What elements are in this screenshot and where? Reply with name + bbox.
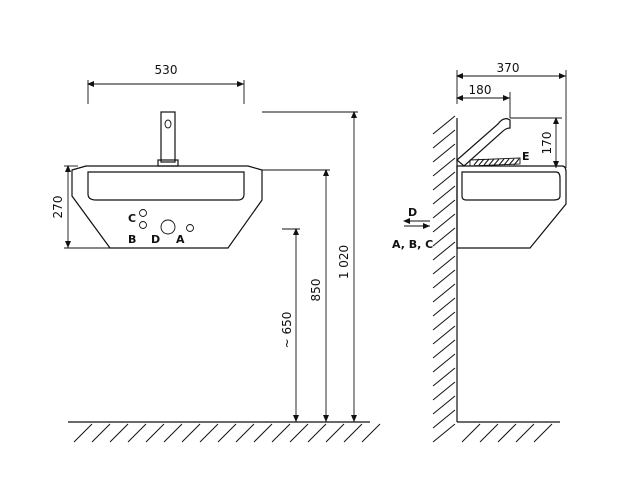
- dim-bowl-label: 270: [51, 196, 65, 219]
- dim-depth-label: 370: [497, 61, 520, 75]
- dim-outlet-650: ~ 650: [280, 228, 300, 422]
- floor-hatch-line: [497, 423, 517, 443]
- drain-hatch-line: [473, 158, 480, 166]
- floor-hatch-line: [343, 423, 363, 443]
- dim-rim-850: 850: [262, 169, 330, 422]
- floor-hatch-line: [163, 423, 183, 443]
- dim-taph-label: 170: [540, 132, 554, 155]
- conn-label-C: C: [128, 212, 136, 225]
- wall-hatch-line: [432, 129, 456, 149]
- label-E: E: [522, 150, 530, 163]
- wall-hatch-line: [432, 171, 456, 191]
- floor-hatch-line: [235, 423, 255, 443]
- wall-hatch-line: [432, 115, 456, 135]
- drain-hatch-line: [478, 158, 485, 166]
- floor-hatch-line: [271, 423, 291, 443]
- wall-hatch-line: [432, 227, 456, 247]
- wall-hatch-line: [432, 255, 456, 275]
- front-floor: [68, 421, 381, 443]
- floor-hatch-line: [73, 423, 93, 443]
- wall-hatch-line: [432, 367, 456, 387]
- dim-total-1020: 1 020: [262, 111, 358, 422]
- dim-width-label: 530: [155, 63, 178, 77]
- floor-hatch-line: [145, 423, 165, 443]
- side-view: 370 180 170 E D: [392, 61, 567, 443]
- floor-hatch-line: [289, 423, 309, 443]
- floor-hatch-line: [461, 423, 481, 443]
- floor-hatch-line: [515, 423, 535, 443]
- front-basin: [71, 165, 263, 249]
- floor-hatch-line: [199, 423, 219, 443]
- floor-hatch-line: [91, 423, 111, 443]
- wall-hatch-line: [432, 381, 456, 401]
- floor-hatch-line: [325, 423, 345, 443]
- wall-hatch-line: [432, 269, 456, 289]
- wall-hatch-line: [432, 157, 456, 177]
- label-ABC: A, B, C: [392, 238, 433, 251]
- floor-hatch-line: [109, 423, 129, 443]
- wall-hatch-line: [432, 213, 456, 233]
- side-tap: E: [456, 118, 530, 167]
- floor-hatch-line: [127, 423, 147, 443]
- wall-hatch-line: [432, 325, 456, 345]
- side-wall: [432, 115, 560, 443]
- floor-hatch-line: [217, 423, 237, 443]
- floor-hatch-line: [253, 423, 273, 443]
- front-tap: [157, 111, 179, 167]
- wall-hatch-line: [432, 395, 456, 415]
- wall-hatch-line: [432, 311, 456, 331]
- wall-hatch-line: [432, 353, 456, 373]
- drain-hatch-line: [508, 158, 515, 166]
- conn-label-A: A: [176, 233, 185, 246]
- wall-hatch-line: [432, 241, 456, 261]
- dim-reach-label: 180: [469, 83, 492, 97]
- front-connections: C B D A: [128, 209, 194, 246]
- conn-label-B: B: [128, 233, 136, 246]
- side-basin: [456, 165, 567, 249]
- label-D-side: D: [408, 206, 417, 219]
- drain-hatch-line: [488, 158, 495, 166]
- wall-hatch-line: [432, 409, 456, 429]
- drain-hatch-line: [483, 158, 490, 166]
- dim-width-530: 530: [87, 63, 245, 104]
- drain-hatch-line: [498, 158, 505, 166]
- wall-hatch-line: [432, 199, 456, 219]
- front-view: 530 C B D A 270: [51, 63, 381, 443]
- floor-hatch-line: [307, 423, 327, 443]
- wall-hatch-line: [432, 423, 456, 443]
- conn-label-D: D: [151, 233, 160, 246]
- floor-hatch-line: [479, 423, 499, 443]
- dim-outlet-label: ~ 650: [280, 312, 294, 349]
- dim-rim-label: 850: [309, 279, 323, 302]
- floor-hatch-line: [361, 423, 381, 443]
- wall-hatch-line: [432, 339, 456, 359]
- wall-hatch-line: [432, 297, 456, 317]
- wall-hatch-line: [432, 143, 456, 163]
- dim-taph-170: 170: [510, 117, 562, 168]
- wall-hatch-line: [432, 185, 456, 205]
- drain-hatch-line: [493, 158, 500, 166]
- connection-arrows: D A, B, C: [392, 206, 433, 251]
- dim-bowl-270: 270: [51, 165, 110, 249]
- floor-hatch-line: [181, 423, 201, 443]
- drain-hatch-line: [503, 158, 510, 166]
- dim-total-label: 1 020: [337, 245, 351, 279]
- floor-hatch-line: [533, 423, 553, 443]
- wall-hatch-line: [432, 283, 456, 303]
- dim-reach-180: 180: [456, 83, 511, 118]
- drain-hatch-line: [513, 158, 520, 166]
